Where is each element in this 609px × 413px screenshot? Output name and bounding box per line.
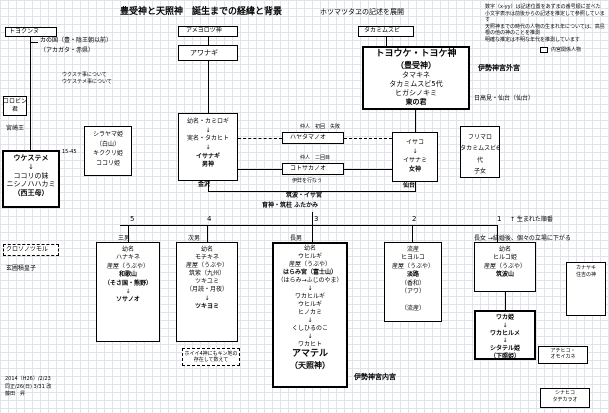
legend-label: 内宮関係人物: [551, 47, 582, 53]
matchmaker-first: 仲人 初回 失敗: [300, 124, 341, 130]
hitakami-label: 日高見・仙台（仙台）: [474, 95, 535, 102]
diagram-title: 豊受神と天照神 誕生までの経緯と背景: [120, 7, 283, 17]
ise-inner-label: 伊勢神宮内宮: [354, 373, 396, 381]
birth-order-num-4: 4: [207, 215, 212, 223]
birth-order-num-3: 3: [314, 215, 319, 223]
izanami-content: イサコ↓イサナミ女神: [402, 139, 427, 173]
diagram-subtitle: ホツマツタヱの記述を展開: [320, 8, 404, 16]
ame-yorozu-label: アメヨロヅ神: [186, 27, 222, 34]
miyazaki-king: 宮崎王: [6, 125, 25, 132]
shinahi-box: [540, 388, 590, 408]
small-note-box: [182, 348, 240, 366]
ukusute-note: ウクステ事について: [62, 72, 107, 78]
izanami-box: [392, 132, 438, 182]
hayatama-box: [282, 132, 344, 144]
ise-outer-label: 伊勢神宮外宮: [478, 64, 520, 72]
hiruko-box: [474, 242, 536, 292]
ashihara-content: アチヒコ・オモイカネ: [550, 348, 576, 361]
izanagi-place: 金沢: [198, 181, 211, 188]
birth-order-num-5: 5: [130, 215, 135, 223]
tsukiyomi-box: [176, 242, 238, 342]
awanagi-box: [178, 45, 238, 61]
susanoo-content: 幼名ハナキネ産屋（うぶや） 和歌山（そさ国・熊野）↓ソサノオ: [103, 246, 152, 304]
tsukuba-label: 筑波・イサ宮: [286, 192, 323, 199]
marriage-note: 伊弉を行なう: [292, 178, 323, 184]
ukesteme-num: 15-45: [62, 149, 77, 155]
kurono-box: [3, 244, 59, 256]
toyouke-content: トヨウケ・トヨケ神（豊受神） タマキネタカミムスビ5代ヒガシノキミ東の君: [375, 49, 457, 107]
wakahime-content: ワカ姫↓ワカヒルメ↓シタテル姫（下照姫）: [489, 314, 520, 360]
izanagi-content: 幼名・カミロギ↓実名・タカヒト↓イサナギ男神: [186, 118, 229, 169]
genmei-label: 玄圃積皇子: [6, 265, 37, 272]
hiruko-content: 幼名ヒルコ姫産屋（うぶや）筑波山: [483, 246, 526, 279]
toyouke-box: [362, 46, 470, 110]
akagata: （アカガタ・赤県）: [40, 47, 95, 54]
kurono-label: クロソノツモル: [6, 246, 48, 253]
kotosaka-box: [282, 163, 344, 175]
toyokunnu-label: トヨクンヌ: [9, 28, 40, 35]
ukesteme-content: ウケステメ↓ ココリの妹ニシノハハカミ（西王母）: [6, 154, 56, 197]
ukesteme-note: ウケステメ事について: [62, 79, 112, 85]
toyokunnu-box: [5, 27, 57, 37]
birth-order-num-2: 2: [412, 215, 417, 223]
rank-third-son: 三男: [118, 235, 131, 242]
ukesteme-box: [2, 150, 60, 208]
wakahime-box: [474, 310, 536, 360]
susanoo-box: [96, 242, 160, 342]
ame-yorozu-box: [178, 26, 238, 37]
tsukiyomi-content: 幼名モチキネ産屋（うぶや） 筑紫（九州）ツキユミ（月読・月夜）↓ツキヨミ: [185, 246, 228, 310]
matchmaker-second: 仲人 二回目: [300, 155, 331, 161]
hiyoruko-box: [384, 242, 442, 322]
awanagi-label: アワナギ: [190, 49, 218, 57]
shinahi-content: シナヒコタヂカラオ: [552, 390, 578, 403]
birth-order-title: ↑ 生まれた順番: [510, 216, 553, 223]
kanayama-content: カナヤキ住吉の神: [575, 265, 596, 278]
izanami-place: 仙台: [403, 182, 416, 189]
izanagi-box: [178, 113, 238, 181]
korobin-label: コロビン君: [3, 98, 28, 113]
shiramata-content: シラヤマ姫（白山）キククリ姫ココリ姫: [92, 131, 123, 167]
small-note: ホイイ4神にもキン地の存在して数えて: [184, 351, 238, 364]
amaterasu-box: [272, 242, 348, 388]
hiyoruko-content: 流産ヒヨルコ産屋（うぶや） 淡路（香和）（アワ） （流産）: [391, 246, 434, 312]
takami-label: タカミムスビ: [364, 27, 401, 34]
shiramata-box: [84, 126, 132, 176]
amaterasu-content: 幼名ウヒルギ産屋（うぶや） はらみ宮（富士山）（はらみ→ふじのやま）↓ ワカヒル…: [277, 245, 343, 370]
furimaro-box: [460, 126, 500, 178]
korobin-box: [3, 96, 27, 116]
kanayama-box: [566, 262, 606, 316]
takami-box: [358, 26, 414, 37]
eldest-note: 長女 →結婚後、個々の立場に下がる: [474, 235, 571, 242]
kotosaka-label: コトサカノオ: [290, 165, 327, 172]
hayatama-label: ハヤタマノオ: [290, 134, 326, 141]
header-notes: 数字（x-yy）は記述位置をあずまの番号順に並べた小文字表示は前後からの記述を推…: [485, 4, 605, 43]
rank-second-son: 次男: [188, 235, 201, 242]
rank-eldest-son: 長男: [290, 235, 303, 242]
wedding-label: 育神・筑柱 ふたかみ: [262, 202, 319, 209]
ka-country: カの国（豊・陰王朝以前）: [40, 37, 113, 44]
legend-swatch: [540, 47, 548, 53]
furimaro-content: フリマロタカミムスビ6代子女: [460, 134, 500, 176]
ashihara-box: [538, 346, 588, 364]
birth-order-num-1: 1: [497, 215, 502, 223]
